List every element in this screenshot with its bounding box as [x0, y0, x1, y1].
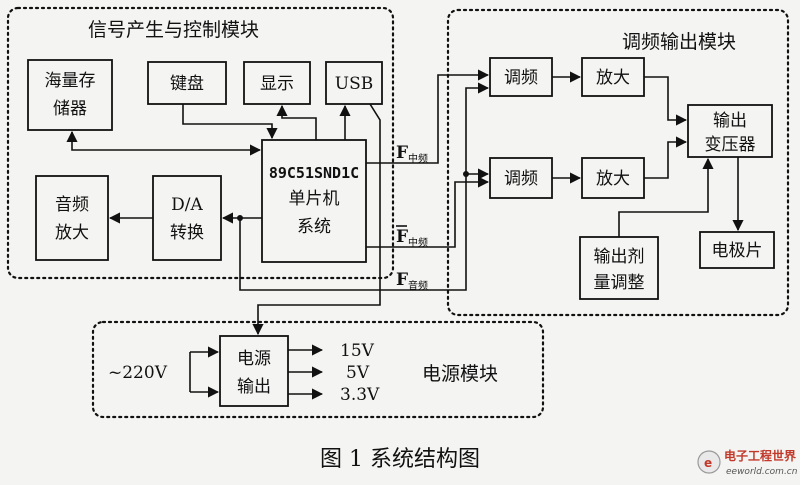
psu-label-2: 输出	[237, 377, 271, 397]
signal-f-audio: F	[396, 270, 408, 290]
storage-block	[27, 59, 113, 131]
f-audio-branch	[239, 82, 490, 291]
da-block	[152, 175, 222, 261]
mcu-label-1: 89C51SND1C	[269, 164, 359, 182]
output-15v-label: 15V	[340, 341, 375, 361]
usb-block	[325, 61, 383, 105]
audio-amp-block	[35, 175, 109, 261]
psu-block	[219, 335, 289, 407]
audio-amp-label-2: 放大	[55, 223, 89, 243]
output-33v-label: 3.3V	[340, 385, 380, 405]
signal-f-bar: F	[396, 227, 408, 247]
amp1-transformer-link	[644, 76, 688, 126]
keyboard-block	[147, 61, 227, 105]
signal-f-audio-sub: 音频	[408, 279, 428, 292]
f-mid-fm1-link	[366, 69, 490, 164]
junction-dot	[463, 171, 469, 177]
dose-label-1: 输出剂	[594, 247, 645, 267]
signal-f-mid-sub: 中频	[408, 152, 428, 165]
dose-label-2: 量调整	[594, 273, 645, 293]
usb-label: USB	[335, 74, 373, 94]
da-label-2: 转换	[170, 223, 204, 243]
junction-dot	[237, 215, 243, 221]
audio-amp-label-1: 音频	[55, 195, 89, 215]
power-module-title: 电源模块	[422, 363, 498, 385]
display-block	[243, 61, 311, 105]
dose-transformer-link	[618, 157, 714, 237]
watermark-name: 电子工程世界	[724, 448, 796, 463]
f-bar-fm2-link	[366, 176, 490, 248]
keyboard-mcu-link	[182, 104, 278, 140]
fm1-block	[489, 57, 553, 97]
mcu-label-3: 系统	[297, 217, 331, 237]
usb-power-link	[252, 103, 381, 336]
amp2-transformer-link	[644, 136, 688, 179]
fm-output-module-title: 调频输出模块	[622, 31, 736, 53]
figure-caption: 图 1 系统结构图	[320, 447, 480, 472]
transformer-block	[687, 104, 773, 158]
keyboard-label: 键盘	[170, 74, 204, 94]
storage-mcu-link	[66, 130, 262, 156]
mcu-display-link	[276, 104, 317, 140]
electrode-label: 电极片	[712, 241, 763, 261]
mcu-block	[261, 139, 367, 263]
watermark-url: eeworld.com.cn	[726, 467, 798, 477]
watermark-logo-letter: e	[704, 456, 712, 470]
signal-f-mid: F	[396, 143, 408, 163]
power-module-border	[91, 320, 545, 419]
watermark: e 电子工程世界 eeworld.com.cn	[697, 448, 798, 477]
storage-label-1: 海量存	[45, 71, 96, 91]
mcu-label-2: 单片机	[289, 189, 340, 209]
control-module-title: 信号产生与控制模块	[88, 19, 259, 41]
electrode-block	[699, 231, 775, 269]
transformer-label-2: 变压器	[705, 135, 756, 155]
psu-label-1: 电源	[237, 349, 271, 369]
fm1-label: 调频	[504, 68, 538, 88]
display-label: 显示	[260, 74, 294, 94]
signal-f-bar-sub: 中频	[408, 236, 428, 249]
amp1-label: 放大	[596, 68, 630, 88]
fm2-block	[489, 157, 553, 199]
amp2-label: 放大	[596, 169, 630, 189]
output-5v-label: 5V	[346, 363, 370, 383]
transformer-label-1: 输出	[713, 111, 747, 131]
watermark-logo-icon	[697, 450, 721, 474]
amp1-block	[581, 57, 645, 97]
control-module-border	[6, 6, 395, 280]
storage-label-2: 储器	[53, 99, 87, 119]
amp2-block	[581, 157, 645, 199]
da-label-1: D/A	[171, 195, 203, 215]
fm2-label: 调频	[504, 169, 538, 189]
mains-input-label: ~220V	[108, 363, 168, 383]
